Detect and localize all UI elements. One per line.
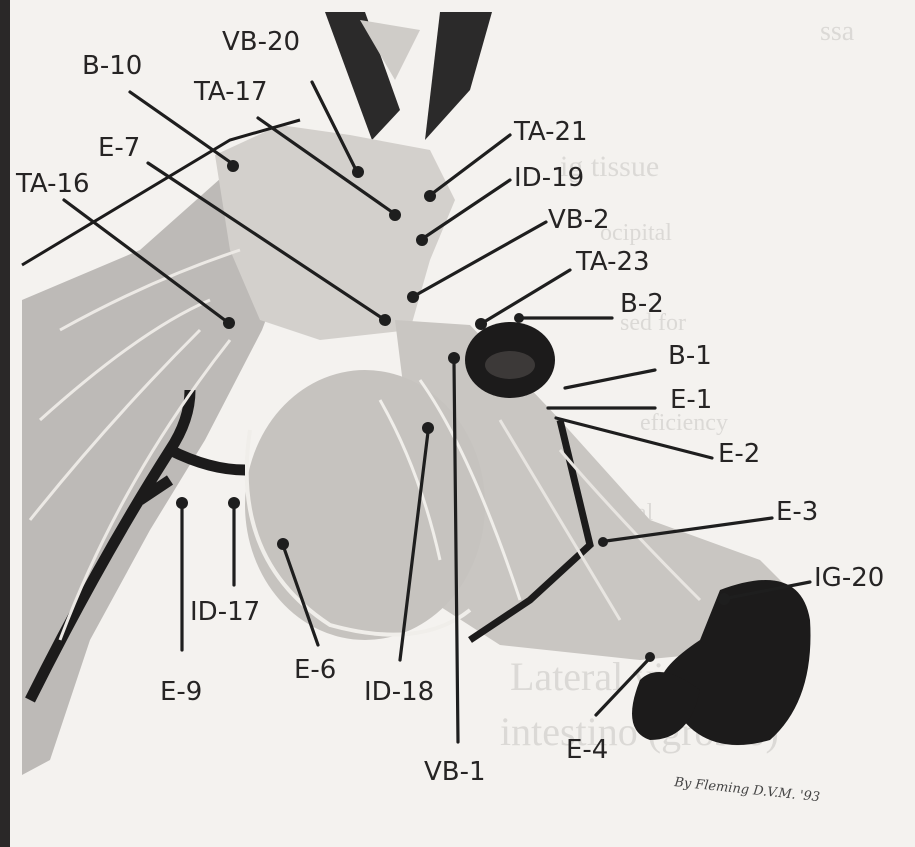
- dot-ta17: [389, 209, 401, 221]
- dot-ig20: [718, 593, 730, 605]
- label-id19: ID-19: [514, 163, 584, 193]
- label-e3: E-3: [776, 497, 818, 527]
- leader-ta21: [433, 135, 510, 193]
- dot-ta16: [223, 317, 235, 329]
- label-e9: E-9: [160, 677, 202, 707]
- dot-ta21: [424, 190, 436, 202]
- label-e7: E-7: [98, 133, 140, 163]
- dot-id18: [422, 422, 434, 434]
- label-b2: B-2: [620, 289, 664, 319]
- label-e1: E-1: [670, 385, 712, 415]
- dot-id17: [228, 497, 240, 509]
- dot-b2: [514, 313, 524, 323]
- cheek: [245, 370, 485, 640]
- label-ta17: TA-17: [193, 77, 268, 107]
- label-vb2: VB-2: [548, 205, 610, 235]
- label-b1: B-1: [668, 341, 712, 371]
- label-vb1: VB-1: [424, 757, 486, 787]
- dot-id19: [416, 234, 428, 246]
- leader-b1: [565, 370, 655, 388]
- svg-text:ssa: ssa: [820, 16, 855, 47]
- dot-vb2: [407, 291, 419, 303]
- dot-e4: [645, 652, 655, 662]
- leader-ta23: [484, 270, 570, 322]
- dot-e6: [277, 538, 289, 550]
- ear-right: [425, 12, 492, 140]
- label-ta16: TA-16: [15, 169, 90, 199]
- dot-e9: [176, 497, 188, 509]
- label-e4: E-4: [566, 735, 608, 765]
- dot-b10: [227, 160, 239, 172]
- label-ta21: TA-21: [513, 117, 588, 147]
- label-e2: E-2: [718, 439, 760, 469]
- label-vb20: VB-20: [222, 27, 300, 57]
- dot-vb1: [448, 352, 460, 364]
- dot-e7: [379, 314, 391, 326]
- label-b10: B-10: [82, 51, 142, 81]
- svg-text:ocipital: ocipital: [600, 220, 672, 246]
- dot-ta23: [475, 318, 487, 330]
- artist-signature: By Fleming D.V.M. '93: [673, 775, 821, 805]
- dot-e3: [598, 537, 608, 547]
- label-ig20: IG-20: [814, 563, 884, 593]
- label-id17: ID-17: [190, 597, 260, 627]
- label-e6: E-6: [294, 655, 336, 685]
- dot-vb20: [352, 166, 364, 178]
- label-ta23: TA-23: [575, 247, 650, 277]
- label-id18: ID-18: [364, 677, 434, 707]
